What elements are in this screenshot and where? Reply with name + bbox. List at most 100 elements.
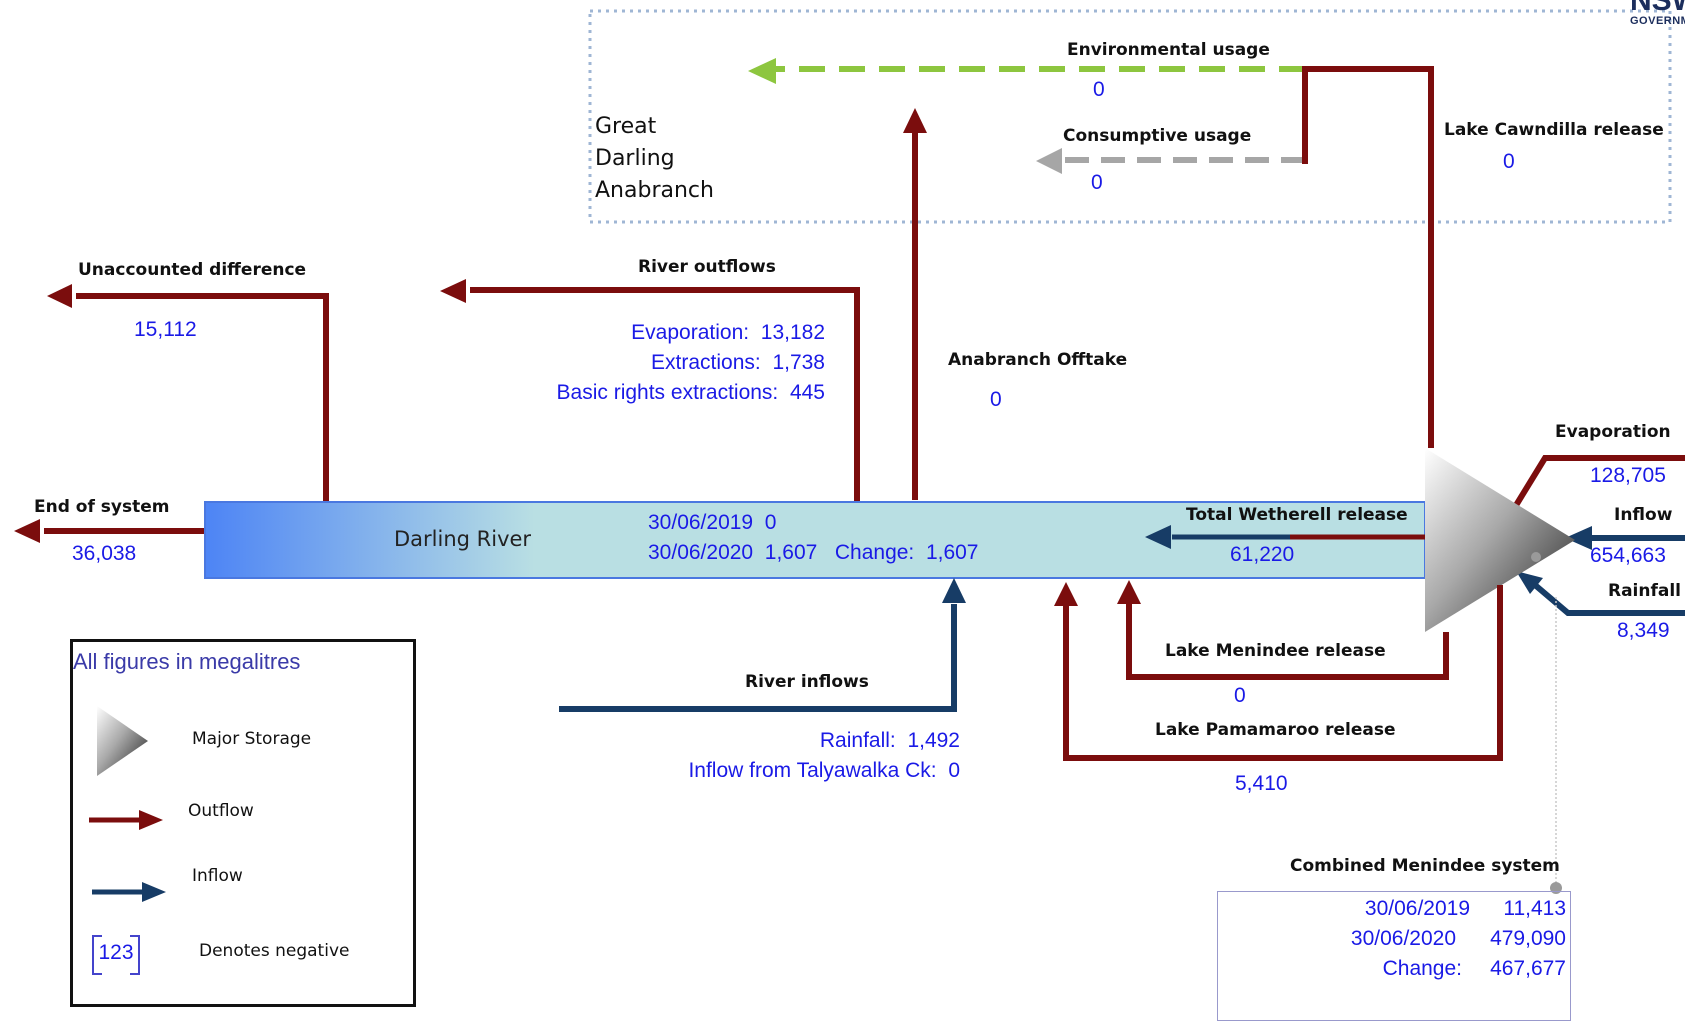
nsw-logo-line-2: GOVERNMENT (1630, 15, 1685, 27)
river-inflows-items: Rainfall: 1,492 Inflow from Talyawalka C… (620, 726, 960, 786)
darling-river-bar (204, 501, 1426, 579)
river-outflows-item-name: Evaporation: (631, 321, 750, 344)
storage-inflow-label: Inflow (1614, 505, 1673, 525)
river-inflows-item-name: Inflow from Talyawalka Ck: (688, 759, 937, 782)
consumptive-usage-value: 0 (1091, 171, 1103, 194)
storage-evaporation-value: 128,705 (1590, 464, 1666, 487)
river-outflows-item: Extractions: 1,738 (500, 348, 825, 378)
unaccounted-difference-arrowhead (47, 284, 72, 308)
storage-inflow-value: 654,663 (1590, 544, 1666, 567)
river-inflows-line (559, 604, 957, 712)
legend-storage-triangle-icon (97, 706, 148, 776)
combined-menindee-row: Change: 467,677 (1230, 954, 1566, 984)
darling-river-value-1: 0 (764, 511, 777, 534)
lake-cawndilla-release-value: 0 (1503, 150, 1515, 173)
lake-menindee-release-label: Lake Menindee release (1165, 641, 1386, 661)
river-inflows-item: Rainfall: 1,492 (620, 726, 960, 756)
storage-rainfall-arrowhead (1516, 571, 1543, 594)
legend-inflow-label: Inflow (192, 866, 243, 886)
nsw-logo-line-1: NSW (1630, 0, 1685, 17)
lake-cawndilla-release-line (1302, 66, 1434, 448)
region-line-1: Great (595, 114, 657, 139)
lake-pamamaroo-release-value: 5,410 (1235, 772, 1288, 795)
river-inflows-arrowhead (942, 578, 966, 603)
unaccounted-difference-label: Unaccounted difference (78, 260, 307, 280)
legend-negative-value: 123 (98, 941, 134, 964)
storage-rainfall-value: 8,349 (1617, 619, 1670, 642)
darling-river-change-label: Change: (834, 541, 915, 564)
river-inflows-item-value: 1,492 (907, 729, 960, 752)
river-inflows-label: River inflows (745, 672, 869, 692)
lake-pamamaroo-release-label: Lake Pamamaroo release (1155, 720, 1396, 740)
nsw-logo: NSW GOVERNMENT (1630, 0, 1685, 27)
river-outflows-arrowhead (440, 279, 466, 303)
darling-river-line-2: 30/06/2020 1,607 Change: 1,607 (648, 541, 979, 565)
end-of-system-arrowhead (14, 519, 40, 543)
river-outflows-item-value: 445 (789, 381, 825, 404)
anabranch-region-border (588, 9, 1672, 224)
combined-menindee-row-key: 30/06/2019 (1364, 897, 1470, 920)
combined-menindee-row-value: 467,677 (1490, 957, 1566, 980)
major-storage-triangle (1425, 448, 1575, 632)
river-inflows-item: Inflow from Talyawalka Ck: 0 (620, 756, 960, 786)
region-label: Great Darling Anabranch (595, 111, 714, 207)
storage-connector-dot (1531, 552, 1541, 562)
legend-box (70, 639, 416, 1007)
consumptive-usage-arrowhead (1036, 148, 1062, 174)
river-outflows-item: Basic rights extractions: 445 (500, 378, 825, 408)
darling-river-line-1: 30/06/2019 0 (648, 511, 776, 535)
environmental-usage-label: Environmental usage (1067, 40, 1270, 60)
total-wetherell-release-value: 61,220 (1230, 543, 1295, 566)
legend-negative-sample: 123 (92, 935, 140, 975)
lake-menindee-release-value: 0 (1234, 684, 1246, 707)
consumptive-usage-label: Consumptive usage (1063, 126, 1252, 146)
unaccounted-difference-line (76, 293, 329, 502)
lake-cawndilla-release-label: Lake Cawndilla release (1444, 120, 1664, 140)
combined-menindee-label: Combined Menindee system (1290, 856, 1560, 876)
unaccounted-difference-value: 15,112 (134, 318, 197, 341)
legend-denotes-negative-label: Denotes negative (199, 941, 350, 961)
combined-menindee-row-key: Change: (1382, 957, 1462, 980)
storage-evaporation-label: Evaporation (1555, 422, 1671, 442)
river-outflows-item-value: 13,182 (760, 321, 825, 344)
anabranch-offtake-label: Anabranch Offtake (948, 350, 1128, 370)
river-outflows-label: River outflows (638, 257, 776, 277)
lake-pamamaroo-release-arrowhead (1054, 582, 1078, 606)
river-inflows-item-name: Rainfall: (819, 729, 896, 752)
river-outflows-item-name: Basic rights extractions: (556, 381, 779, 404)
river-outflows-line (470, 287, 860, 502)
lake-pamamaroo-release-line (1063, 585, 1503, 761)
darling-river-label: Darling River (394, 527, 532, 551)
combined-menindee-row-value: 479,090 (1490, 927, 1566, 950)
legend-outflow-arrowhead (139, 810, 163, 830)
anabranch-offtake-value: 0 (990, 388, 1002, 411)
region-line-3: Anabranch (595, 178, 714, 203)
darling-river-value-2: 1,607 (764, 541, 818, 564)
combined-menindee-row: 30/06/2019 11,413 (1230, 894, 1566, 924)
river-inflows-item-value: 0 (948, 759, 960, 782)
darling-river-date-1: 30/06/2019 (648, 511, 754, 534)
anabranch-offtake-arrowhead (903, 108, 927, 133)
storage-evaporation-line (1512, 455, 1685, 509)
end-of-system-value: 36,038 (72, 542, 137, 565)
lake-menindee-release-arrowhead (1117, 580, 1141, 604)
legend-outflow-label: Outflow (188, 801, 254, 821)
river-outflows-item-value: 1,738 (772, 351, 825, 374)
legend-negative-left-bracket (92, 935, 102, 975)
storage-rainfall-label: Rainfall (1608, 581, 1682, 601)
region-line-2: Darling (595, 146, 675, 171)
river-outflows-item: Evaporation: 13,182 (500, 318, 825, 348)
darling-river-date-2: 30/06/2020 (648, 541, 754, 564)
wetherell-release-arrowhead (1145, 525, 1171, 549)
environmental-usage-arrowhead (748, 58, 776, 84)
legend-negative-right-bracket (130, 935, 140, 975)
legend-inflow-arrowhead (142, 882, 166, 902)
combined-menindee-row-value: 11,413 (1503, 897, 1566, 920)
river-outflows-items: Evaporation: 13,182 Extractions: 1,738 B… (500, 318, 825, 408)
environmental-usage-value: 0 (1093, 78, 1105, 101)
end-of-system-label: End of system (34, 497, 170, 517)
